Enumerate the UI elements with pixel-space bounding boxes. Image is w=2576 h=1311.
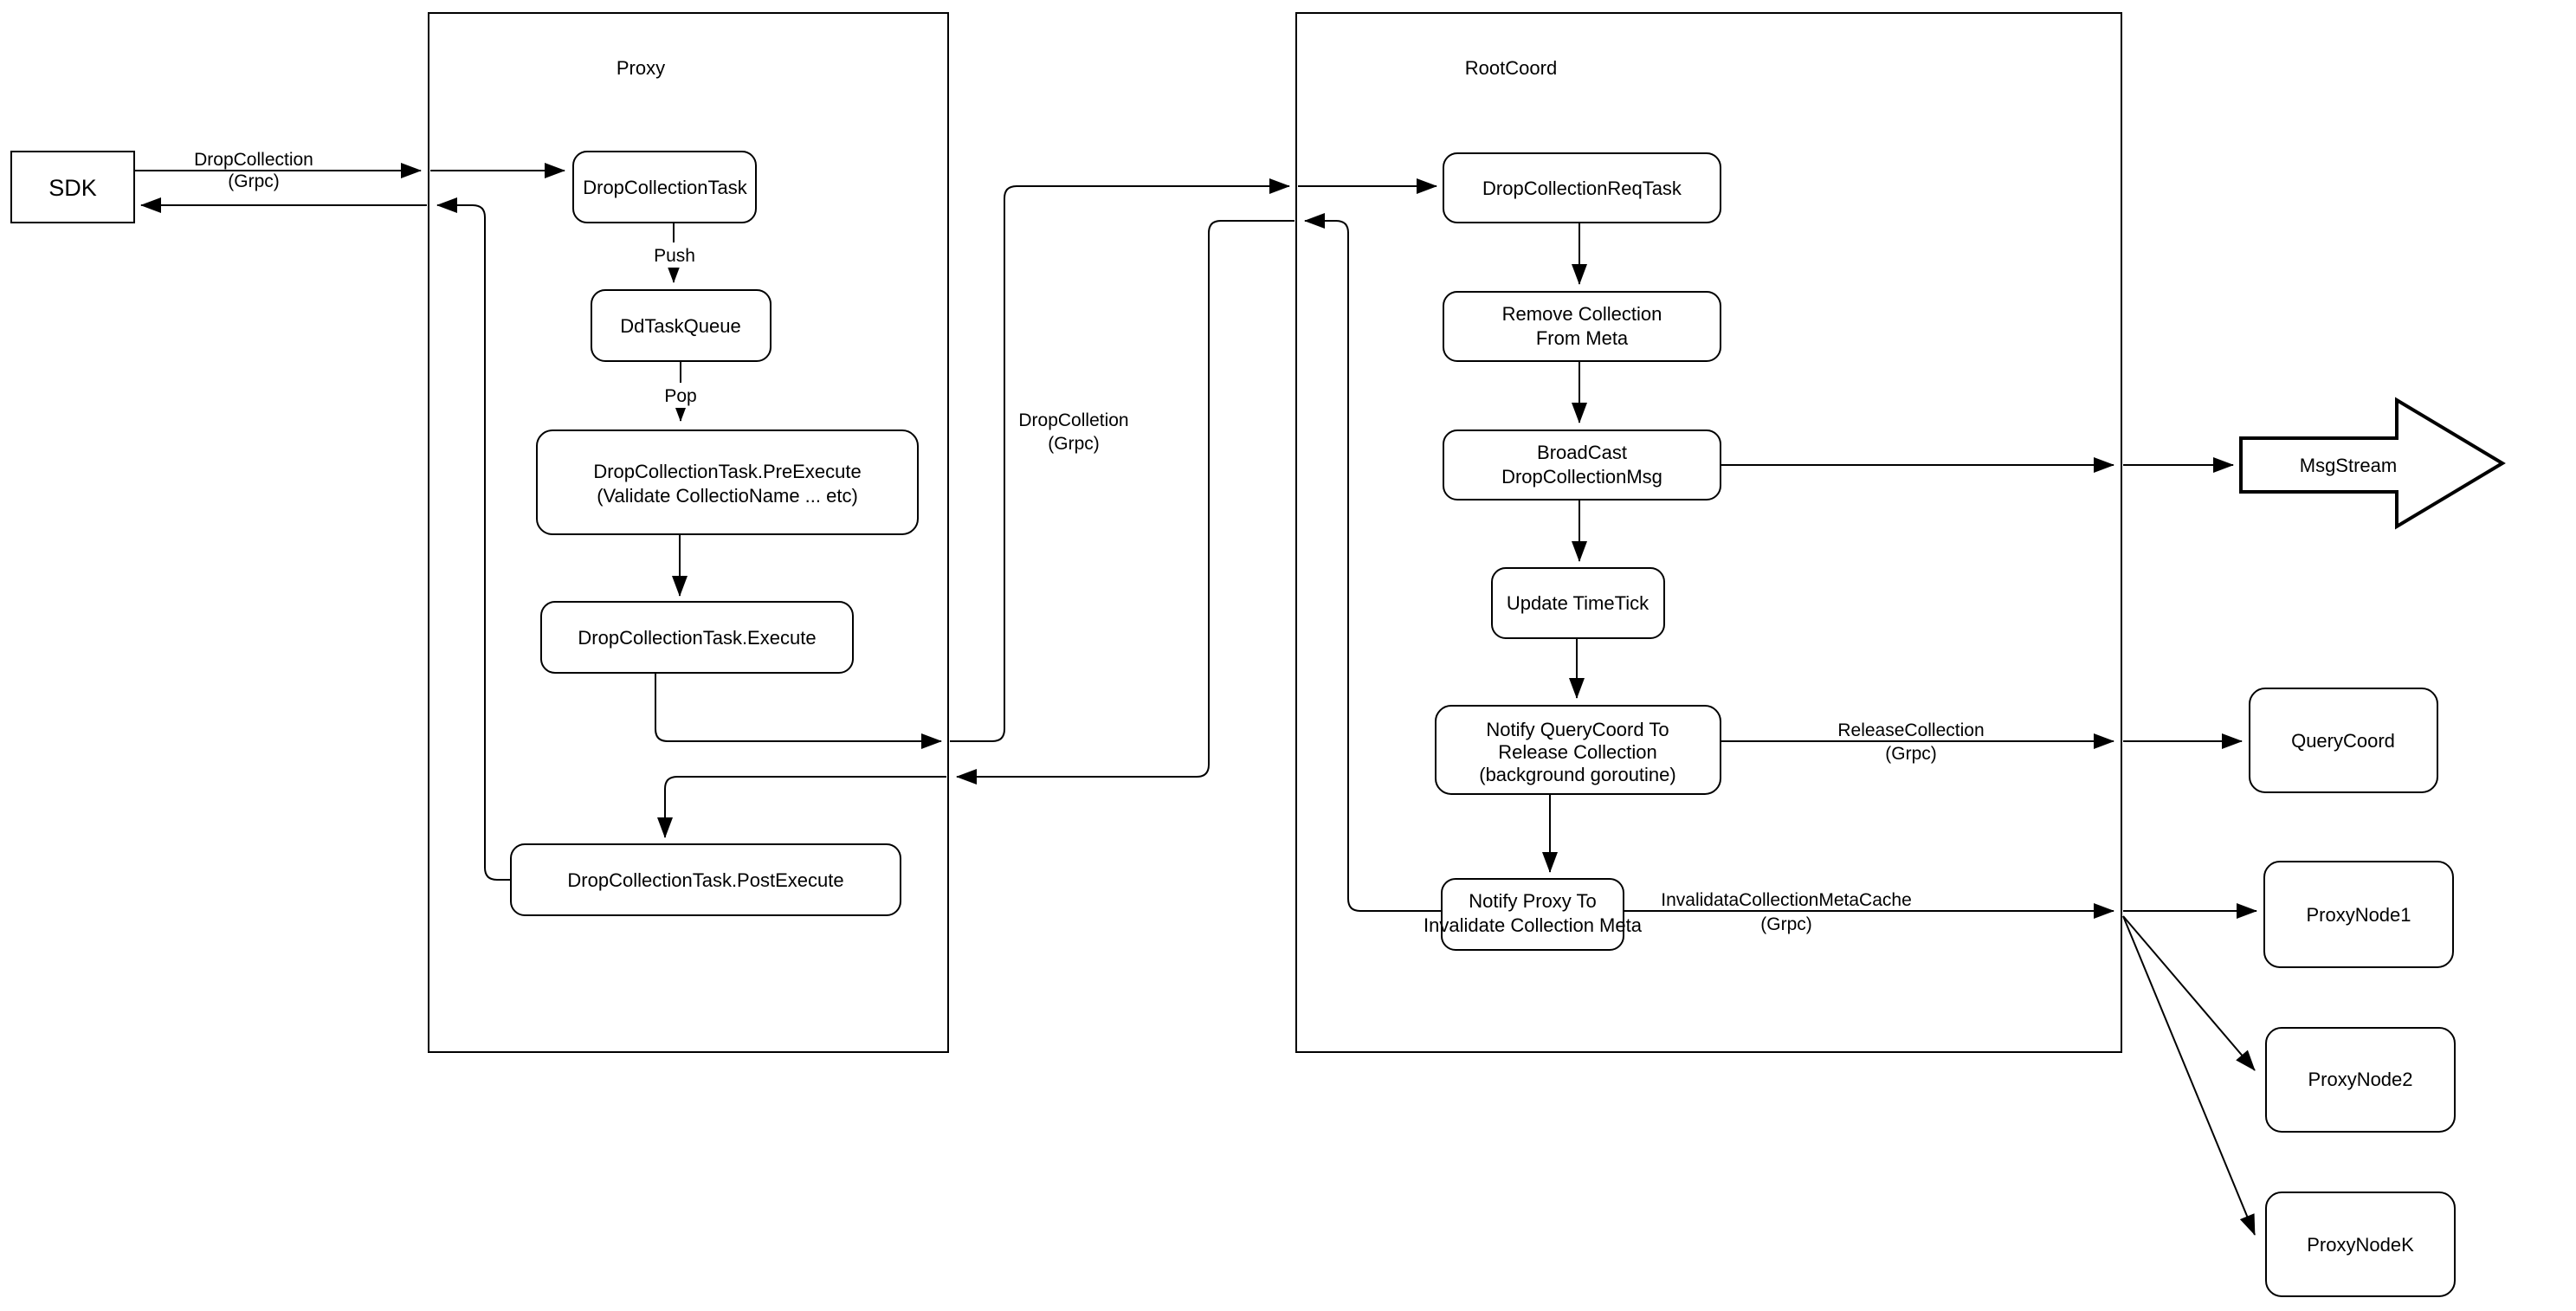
label-releasecollection-line1: ReleaseCollection: [1837, 720, 1984, 740]
remove-collection-label-line1: Remove Collection: [1502, 303, 1662, 325]
rootcoord-container-title: RootCoord: [1465, 57, 1557, 79]
proxynode1-box: [2263, 861, 2454, 968]
label-dropcolletion-grpc-line1: DropColletion: [1018, 410, 1128, 430]
invalidate-label-mask: [1662, 890, 1914, 907]
querycoord-box: [2249, 688, 2438, 793]
notify-proxy-label-line1: Notify Proxy To: [1469, 890, 1597, 912]
proxynode2-label: ProxyNode2: [2308, 1069, 2412, 1090]
pre-execute-label-line2: (Validate CollectioName ... etc): [597, 485, 858, 507]
sdk-label: SDK: [48, 175, 97, 201]
connector-to-proxynodek: [2122, 915, 2256, 1236]
notify-querycoord-label-line1: Notify QueryCoord To: [1486, 719, 1669, 740]
proxynode1-label: ProxyNode1: [2306, 904, 2411, 926]
label-dropcollection-grpc-line1: DropCollection: [194, 150, 313, 170]
pop-label-mask: [660, 383, 701, 408]
releasecollection-label-mask: [1832, 720, 1992, 738]
label-dropcolletion-grpc-line2: (Grpc): [1048, 434, 1100, 454]
remove-collection-box: [1443, 291, 1721, 362]
execute-box: [540, 601, 854, 674]
connector-return-to-postexecute: [657, 776, 946, 838]
connector-rootcoord-return-to-proxy: [956, 220, 1294, 785]
pre-execute-label-line1: DropCollectionTask.PreExecute: [593, 461, 861, 482]
notify-querycoord-box: [1435, 705, 1721, 795]
proxy-container-title: Proxy: [617, 57, 665, 79]
msgstream-block-arrow: [2239, 397, 2506, 530]
msgstream-label: MsgStream: [2300, 455, 2397, 476]
proxynodek-box: [2265, 1192, 2456, 1297]
push-label-mask: [651, 242, 698, 268]
broadcast-label-line1: BroadCast: [1537, 442, 1627, 463]
label-dropcollection-grpc-line2: (Grpc): [228, 171, 280, 191]
connector-notifyproxy-to-rootcoord-edge: [1304, 213, 1442, 912]
proxynodek-label: ProxyNodeK: [2307, 1234, 2414, 1256]
dd-task-queue-box: [591, 289, 772, 362]
drop-collection-task-box: [572, 151, 757, 223]
label-releasecollection-line2: (Grpc): [1885, 744, 1937, 764]
drop-collection-req-task-label: DropCollectionReqTask: [1482, 178, 1682, 199]
update-timetick-label: Update TimeTick: [1507, 592, 1650, 614]
notify-querycoord-label-line3: (background goroutine): [1479, 764, 1675, 785]
querycoord-label: QueryCoord: [2291, 730, 2395, 752]
notify-proxy-label-line2: Invalidate Collection Meta: [1424, 914, 1643, 936]
dd-task-queue-label: DdTaskQueue: [620, 315, 740, 337]
drop-collection-req-task-box: [1443, 152, 1721, 223]
execute-label: DropCollectionTask.Execute: [578, 627, 816, 649]
proxynode2-box: [2265, 1027, 2456, 1133]
notify-proxy-box: [1441, 878, 1624, 951]
label-invalidatecollectionmetacache-line2: (Grpc): [1760, 914, 1812, 934]
pre-execute-box: [536, 429, 919, 535]
update-timetick-box: [1491, 567, 1665, 639]
remove-collection-label-line2: From Meta: [1536, 327, 1629, 349]
connector-postexecute-to-proxy-edge: [436, 197, 511, 881]
connector-to-proxynode2: [2122, 915, 2256, 1071]
label-push: Push: [654, 246, 695, 266]
sdk-box: [10, 151, 135, 223]
label-pop: Pop: [664, 386, 696, 406]
drop-collection-task-label: DropCollectionTask: [583, 177, 748, 198]
label-invalidatecollectionmetacache-line1: InvalidataCollectionMetaCache: [1661, 890, 1912, 910]
broadcast-box: [1443, 429, 1721, 501]
connector-proxy-to-rootcoord: [950, 178, 1290, 742]
broadcast-label-line2: DropCollectionMsg: [1501, 466, 1662, 488]
notify-querycoord-label-line2: Release Collection: [1498, 741, 1656, 763]
post-execute-label: DropCollectionTask.PostExecute: [567, 869, 843, 891]
connector-execute-to-proxy-edge: [655, 673, 942, 749]
post-execute-box: [510, 843, 901, 916]
